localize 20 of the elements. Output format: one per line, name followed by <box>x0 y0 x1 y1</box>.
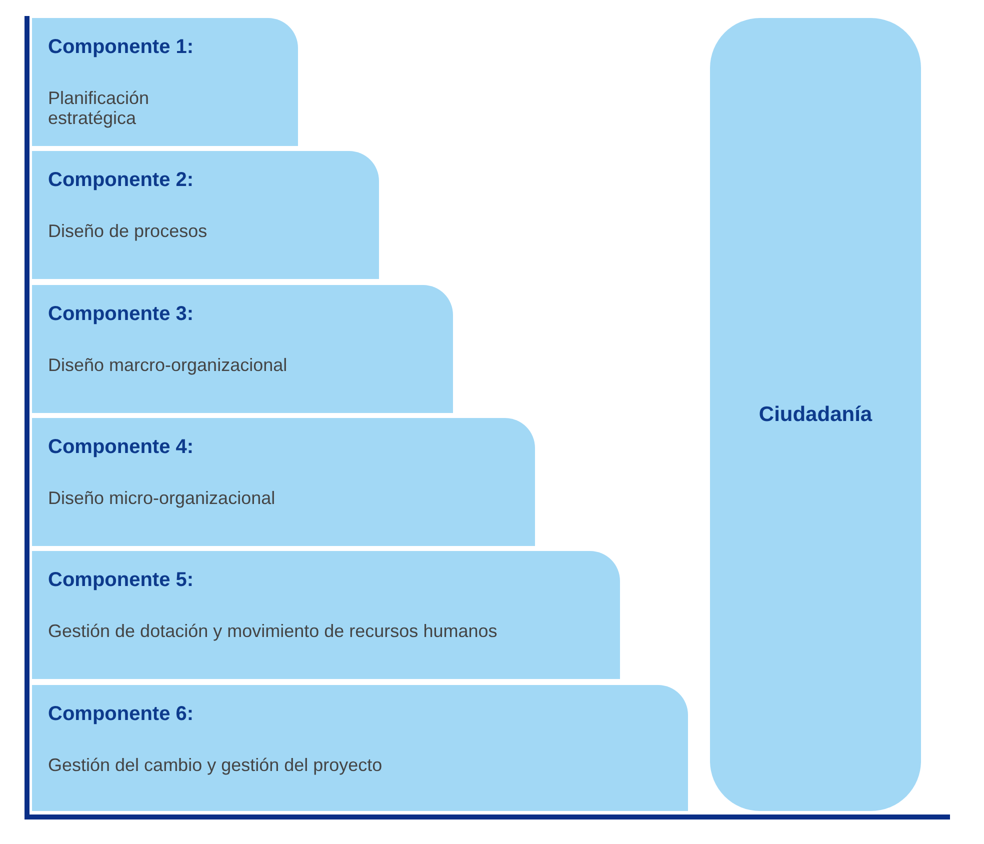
step-box <box>32 151 379 279</box>
step-description: Planificación estratégica <box>48 88 150 128</box>
step-heading: Componente 1: <box>48 36 194 59</box>
step-description: Gestión del cambio y gestión del proyecto <box>48 755 384 775</box>
step-heading: Componente 5: <box>48 569 194 592</box>
step-box <box>32 551 620 679</box>
box-title: Ciudadanía <box>758 402 872 426</box>
citizenship-box <box>710 18 921 811</box>
step-heading: Componente 2: <box>48 169 194 192</box>
step-heading: Componente 4: <box>48 436 194 459</box>
step-heading: Componente 6: <box>48 703 194 726</box>
step-description: Diseño marcro-organizacional <box>48 355 288 375</box>
step-description: Diseño micro-organizacional <box>48 488 276 508</box>
step-heading: Componente 3: <box>48 303 194 326</box>
step-box <box>32 18 298 146</box>
step-box <box>32 418 535 546</box>
step-box <box>32 685 688 811</box>
step-box <box>32 285 453 413</box>
step-description: Diseño de procesos <box>48 221 208 241</box>
step-description: Gestión de dotación y movimiento de recursos humanos <box>48 621 498 641</box>
